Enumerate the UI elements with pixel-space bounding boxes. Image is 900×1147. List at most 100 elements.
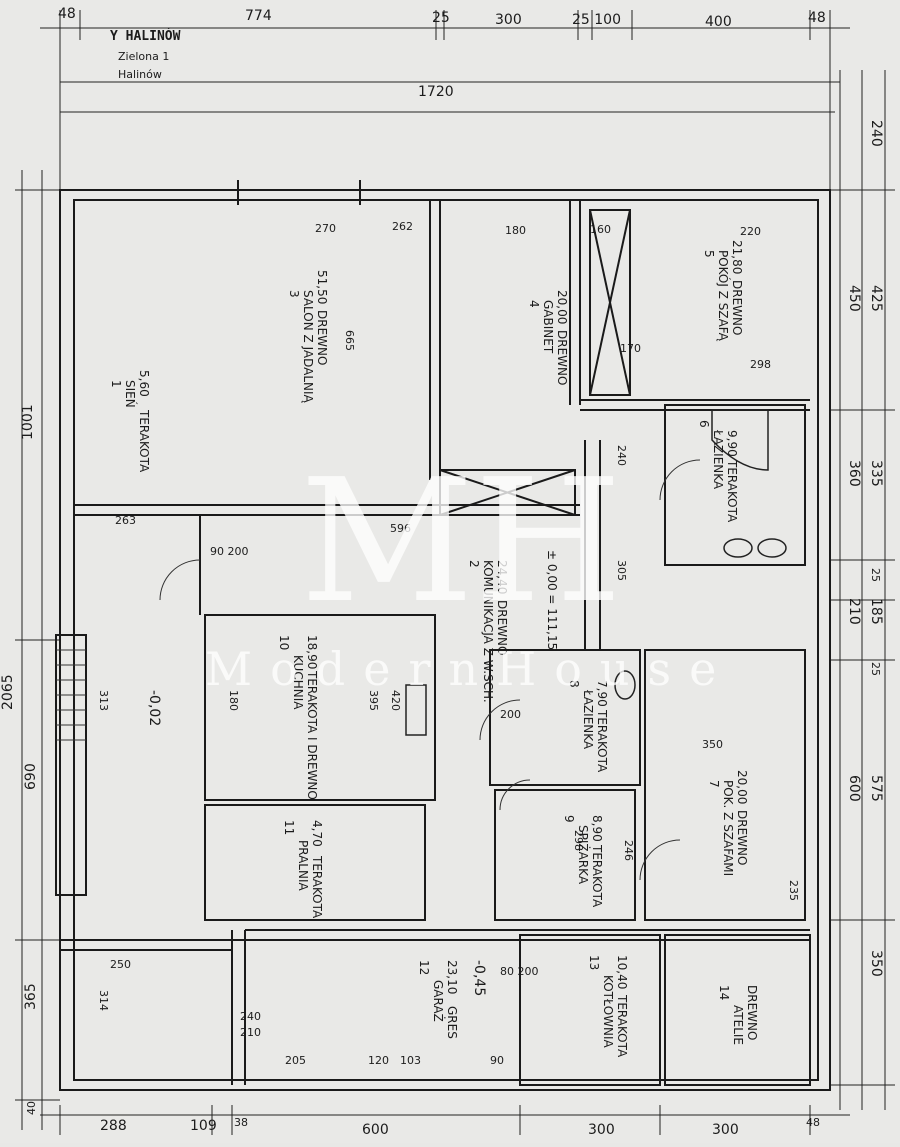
room-13-name: KOTŁOWNIA [601, 975, 615, 1049]
bottom-dim-288: 288 [100, 1118, 127, 1134]
room-4-name: GABINET [541, 300, 555, 354]
right-dim-335: 335 [868, 460, 884, 487]
dim-246: 246 [622, 840, 635, 861]
room-8-number: 8 [567, 680, 581, 688]
bottom-dim-38: 38 [234, 1116, 248, 1129]
top-dim-774: 774 [245, 8, 272, 24]
room-10-area: 18,90 [305, 635, 319, 669]
left-dimension-lines [15, 170, 60, 1130]
right-dim-450: 450 [846, 285, 862, 312]
dim-263: 263 [115, 514, 136, 527]
room-2-number: 2 [467, 560, 481, 568]
right-dim-360: 360 [846, 460, 862, 487]
left-dim-2065: 2065 [0, 674, 16, 710]
room-11-area: 4,70 [310, 820, 324, 847]
right-dimension-lines [830, 70, 895, 1110]
top-dim-48b: 48 [808, 10, 826, 26]
dim-350: 350 [702, 738, 723, 751]
dim-103: 103 [400, 1054, 421, 1067]
bottom-dim-600: 600 [362, 1122, 389, 1138]
dim-80-200: 80 200 [500, 965, 539, 978]
dim-205: 205 [285, 1054, 306, 1067]
room-6-area: 9,90 [725, 430, 739, 457]
dim-250: 250 [110, 958, 131, 971]
room-3-name: SALON Z JADALNIĄ [301, 290, 315, 404]
bottom-dim-300b: 300 [712, 1122, 739, 1138]
inner-dimensions: 270 262 180 220 665 596 170 298 240 305 … [97, 220, 800, 1067]
room-5-finish: DREWNO [730, 280, 744, 335]
room-10-number: 10 [277, 635, 291, 650]
dim-90: 90 [490, 1054, 504, 1067]
left-dim-40: 40 [25, 1101, 38, 1115]
right-dim-600: 600 [846, 775, 862, 802]
room-12-area: 23,10 [445, 960, 459, 994]
right-dim-25a: 25 [869, 568, 882, 582]
room-10-name: KUCHNIA [291, 655, 305, 710]
room-1-number: 1 [109, 380, 123, 388]
dim-235: 235 [787, 880, 800, 901]
top-dim-25-100: 25 100 [572, 12, 621, 28]
room-10-finish: TERAKOTA I DREWNO [305, 670, 319, 800]
overall-width-dim: 1720 [418, 84, 454, 100]
room-4-area: 20,00 [555, 290, 569, 324]
right-dim-575: 575 [868, 775, 884, 802]
room-14-number: 14 [717, 985, 731, 1000]
dim-180: 180 [505, 224, 526, 237]
room-7-area: 20,00 [735, 770, 749, 804]
room-1-finish: TERAKOTA [137, 409, 151, 473]
room-11-finish: TERAKOTA [310, 855, 324, 919]
stamp-line1: Y HALINÓW [110, 28, 181, 44]
right-dim-25b: 25 [869, 662, 882, 676]
room-1-name: SIEŃ [123, 380, 138, 408]
room-2-area: 24,40 [495, 560, 509, 594]
bathroom-fixtures [405, 409, 787, 736]
right-dim-185: 185 [868, 598, 884, 625]
watermark-mh: MH [300, 443, 622, 641]
dim-220: 220 [740, 225, 761, 238]
room-6-number: 6 [697, 420, 711, 428]
watermark-logo: MH ModernHouse [205, 443, 716, 696]
room-13-number: 13 [587, 955, 601, 970]
room-labels: 1 SIEŃ 5,60 TERAKOTA 2 KOMUNIKACJA Z W.S… [109, 240, 759, 1058]
room-5-number: 5 [702, 250, 716, 258]
room-3-finish: DREWNO [315, 310, 329, 365]
right-dim-350: 350 [868, 950, 884, 977]
bottom-dim-109: 109 [190, 1118, 217, 1134]
room-6-finish: TERAKOTA [725, 459, 739, 523]
room-7-number: 7 [707, 780, 721, 788]
top-dim-48a: 48 [58, 6, 76, 22]
bottom-dimension-lines [40, 1105, 850, 1135]
room-11-name: PRALNIA [296, 840, 310, 891]
right-dim-425: 425 [868, 285, 884, 312]
dim-170: 170 [620, 342, 641, 355]
stamp-line3: Halinów [118, 68, 162, 81]
dim-240b: 240 [240, 1010, 261, 1023]
dim-305: 305 [615, 560, 628, 581]
room-12-name: GARAŻ [431, 980, 446, 1022]
door-swings [159, 459, 701, 881]
room-7-name: POK. Z SZAFAMI [721, 780, 735, 876]
room-8-finish: TERAKOTA [595, 709, 609, 773]
dim-200: 200 [500, 708, 521, 721]
room-13-area: 10,40 [615, 955, 629, 989]
dim-596: 596 [390, 522, 411, 535]
bottom-dim-300a: 300 [588, 1122, 615, 1138]
left-dim-690: 690 [23, 763, 39, 790]
top-dim-400: 400 [705, 14, 732, 30]
right-dim-210: 210 [846, 598, 862, 625]
room-6-name: ŁAZIENKA [711, 429, 725, 490]
dim-120: 120 [368, 1054, 389, 1067]
room-3-number: 3 [287, 290, 301, 298]
top-dimension-lines [40, 10, 850, 190]
dim-298: 298 [750, 358, 771, 371]
bottom-dim-48: 48 [806, 1116, 820, 1129]
stair-treads [56, 649, 86, 741]
left-dim-1001: 1001 [20, 404, 36, 440]
room-1-area: 5,60 [137, 370, 151, 397]
top-dim-25a: 25 [432, 10, 450, 26]
dim-270: 270 [315, 222, 336, 235]
dim-395: 395 [367, 690, 380, 711]
room-9-area: 8,90 [590, 815, 604, 842]
